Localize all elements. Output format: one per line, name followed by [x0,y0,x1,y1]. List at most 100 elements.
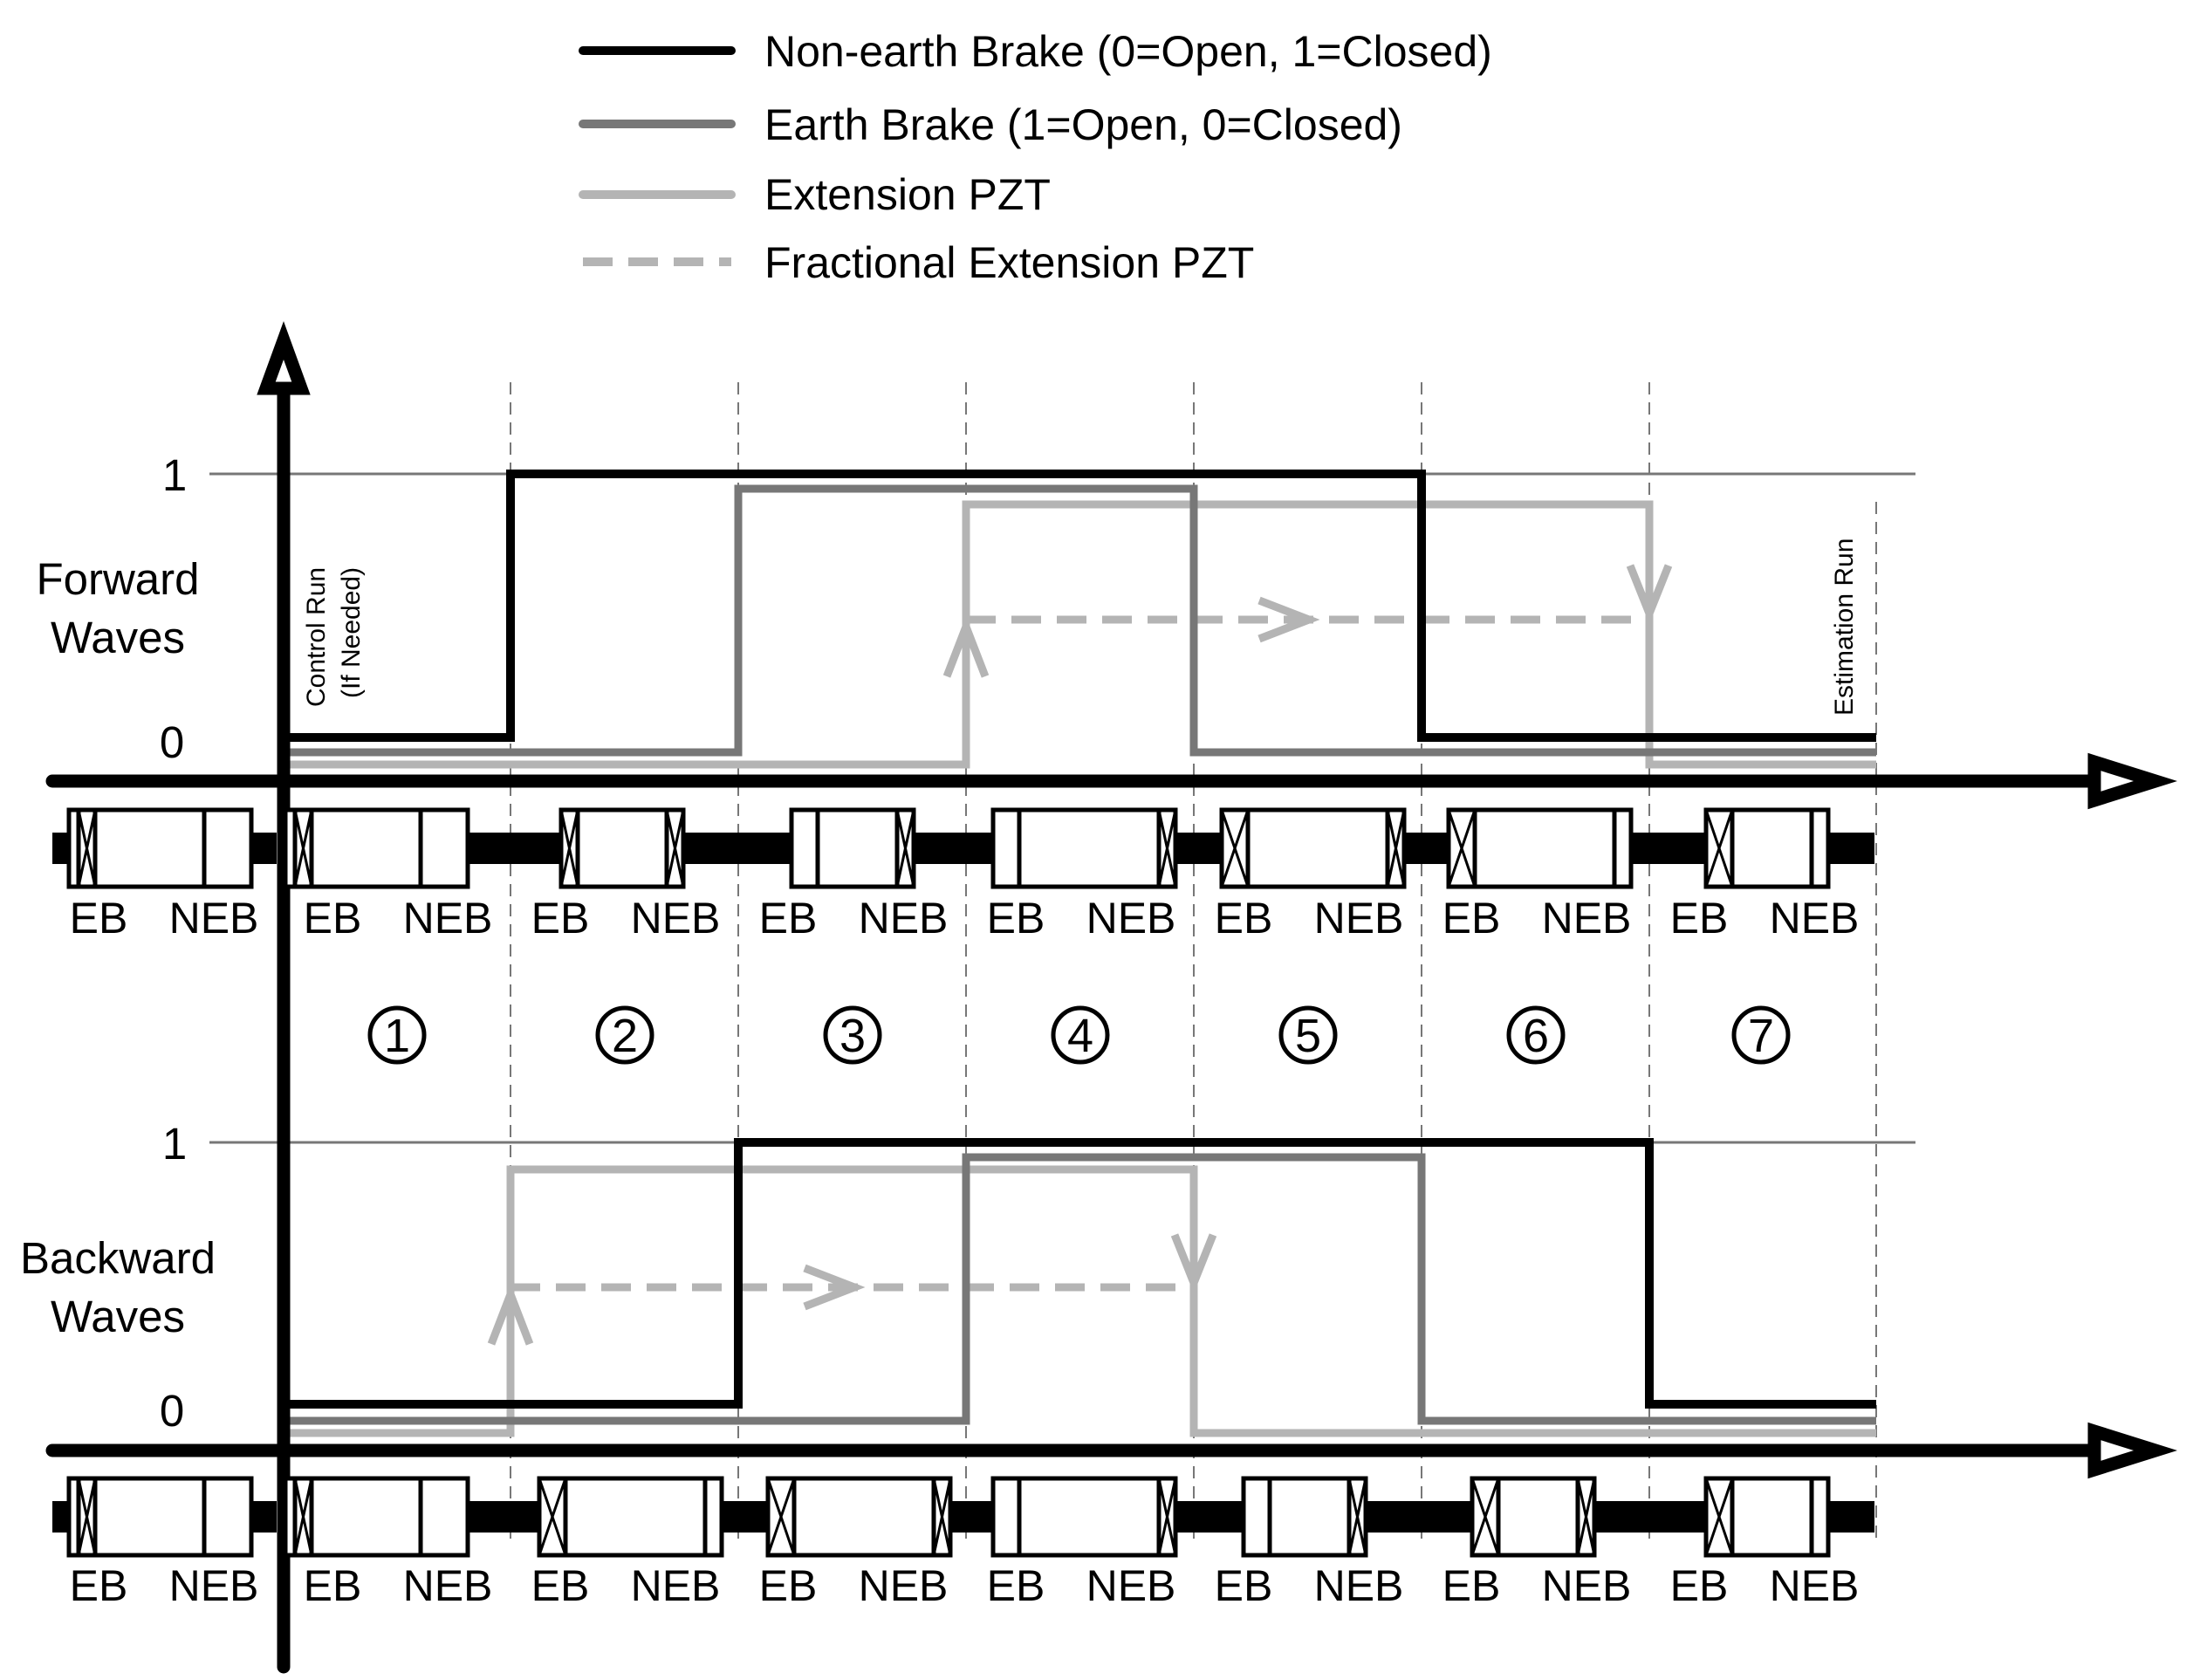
control-run-annotation-line1: Control Run [302,567,331,707]
neb-label: NEB [1086,1561,1176,1610]
legend: Non-earth Brake (0=Open, 1=Closed) Earth… [579,27,1492,287]
eb-label: EB [1215,894,1273,943]
eb-label: EB [1442,1561,1501,1610]
phase-3-marker: 3 [823,1005,882,1065]
neb-label: NEB [859,1561,949,1610]
forward-earth-brake-trace [281,484,1876,757]
eb-label: EB [70,894,128,943]
backward-actuator-phase-2 [539,1478,722,1555]
forward-actuator-state [69,810,251,887]
backward-actuator-phase-5 [1244,1478,1366,1555]
forward-actuator-row [52,810,1874,887]
backward-waves-label-line1: Backward [20,1233,216,1283]
forward-actuator-phase-2 [561,810,683,887]
backward-waves-label-line2: Waves [51,1292,185,1341]
forward-arrow-down [1626,564,1673,625]
eb-label: EB [987,894,1045,943]
backward-actuator-phase-3 [768,1478,950,1555]
forward-time-axis-arrowhead [2087,752,2178,810]
backward-time-axis-arrowhead [2087,1422,2178,1479]
neb-label: NEB [631,894,721,943]
neb-label: NEB [1770,894,1860,943]
forward-non-earth-brake-trace [281,470,1876,742]
neb-label: NEB [631,1561,721,1610]
forward-tick-1: 1 [162,450,187,500]
phase-6-marker: 6 [1506,1005,1566,1065]
forward-tick-0: 0 [160,717,184,767]
neb-label: NEB [859,894,949,943]
legend-label: Earth Brake (1=Open, 0=Closed) [764,100,1402,149]
legend-label: Fractional Extension PZT [764,238,1254,287]
phase-numbers: 1 2 3 4 5 6 7 [367,1005,1791,1065]
phase-3-number: 3 [839,1010,866,1062]
backward-actuator-row [52,1478,1874,1555]
phase-4-marker: 4 [1051,1005,1110,1065]
control-run-annotation-line2: (If Needed) [337,567,366,698]
eb-label: EB [1670,894,1729,943]
forward-actuator-phase-1 [285,810,468,887]
neb-label: NEB [1542,894,1632,943]
phase-5-number: 5 [1295,1010,1321,1062]
forward-actuator-phase-7 [1706,810,1828,887]
legend-item-earth-brake: Earth Brake (1=Open, 0=Closed) [579,100,1402,149]
eb-label: EB [1215,1561,1273,1610]
forward-actuator-labels: EB NEB EB NEB EB NEB EB NEB EB NEB EB NE… [70,894,1860,943]
forward-actuator-phase-3 [791,810,914,887]
estimation-run-annotation: Estimation Run [1830,538,1859,716]
backward-actuator-phase-7 [1706,1478,1828,1555]
eb-label: EB [759,894,818,943]
legend-label: Non-earth Brake (0=Open, 1=Closed) [764,27,1492,76]
phase-1-marker: 1 [367,1005,427,1065]
backward-actuator-phase-1 [285,1478,468,1555]
phase-1-number: 1 [384,1010,410,1062]
backward-extension-pzt-trace [281,1165,1876,1437]
forward-actuator-phase-6 [1449,810,1631,887]
legend-item-extension-pzt: Extension PZT [579,170,1051,219]
forward-actuator-phase-4 [993,810,1175,887]
forward-actuator-phase-5 [1222,810,1404,887]
backward-actuator-phase-4 [993,1478,1175,1555]
eb-label: EB [1442,894,1501,943]
eb-label: EB [531,1561,590,1610]
phase-4-number: 4 [1067,1010,1093,1062]
phase-7-marker: 7 [1731,1005,1791,1065]
phase-5-marker: 5 [1278,1005,1338,1065]
legend-item-fractional-extension-pzt: Fractional Extension PZT [583,238,1254,287]
eb-label: EB [759,1561,818,1610]
neb-label: NEB [169,1561,259,1610]
eb-label: EB [70,1561,128,1610]
forward-extension-pzt-trace [281,500,1876,769]
phase-6-number: 6 [1523,1010,1549,1062]
neb-label: NEB [403,1561,493,1610]
neb-label: NEB [1314,1561,1404,1610]
backward-arrow-up [487,1283,534,1346]
backward-tick-0: 0 [160,1386,184,1436]
axes [45,321,2178,1674]
neb-label: NEB [1770,1561,1860,1610]
backward-arrow-down [1170,1233,1217,1294]
backward-actuator-labels: EB NEB EB NEB EB NEB EB NEB EB NEB EB NE… [70,1561,1860,1610]
vertical-axis-arrowhead [257,321,311,395]
backward-non-earth-brake-trace [281,1138,1876,1409]
forward-waves-label-line1: Forward [36,554,199,604]
eb-label: EB [304,1561,362,1610]
phase-2-marker: 2 [595,1005,654,1065]
forward-arrow-right [1257,596,1320,643]
phase-2-number: 2 [612,1010,638,1062]
legend-label: Extension PZT [764,170,1051,219]
neb-label: NEB [1542,1561,1632,1610]
neb-label: NEB [1086,894,1176,943]
eb-label: EB [1670,1561,1729,1610]
backward-arrow-right [803,1264,866,1311]
neb-label: NEB [169,894,259,943]
forward-waves-plot [281,470,1876,769]
backward-tick-1: 1 [162,1119,187,1169]
backward-actuator-phase-6 [1472,1478,1594,1555]
neb-label: NEB [403,894,493,943]
eb-label: EB [304,894,362,943]
neb-label: NEB [1314,894,1404,943]
phase-7-number: 7 [1748,1010,1774,1062]
forward-arrow-up [942,615,990,678]
eb-label: EB [987,1561,1045,1610]
